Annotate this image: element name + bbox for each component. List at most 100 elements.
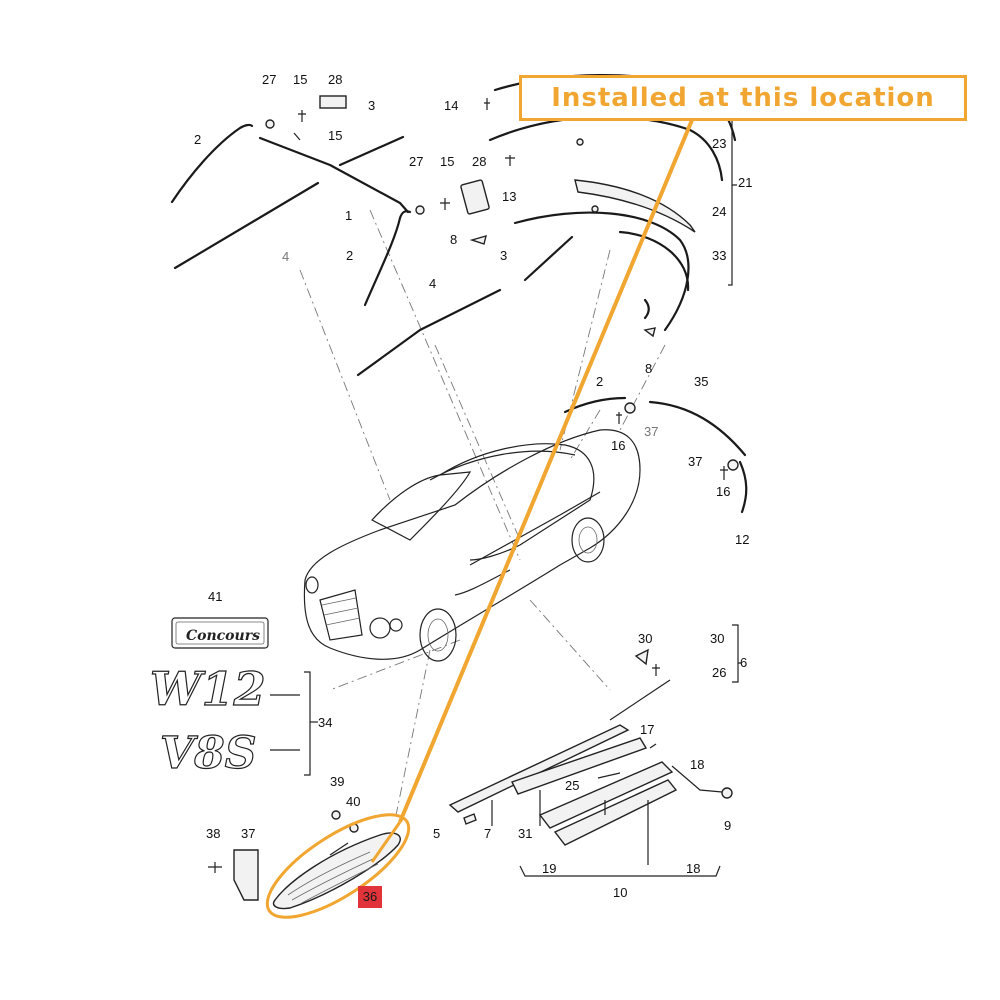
clip-37b-icon: [727, 459, 739, 471]
rear-trim-21: [574, 179, 696, 233]
hardware-upper: [265, 95, 515, 245]
label-6: 6: [740, 655, 747, 670]
screw-38-icon: [208, 862, 222, 873]
trim-part-4-upper: [173, 181, 320, 270]
headlight-right: [369, 617, 391, 639]
clip-30-icon: [634, 648, 649, 666]
label-2: 2: [346, 248, 353, 263]
label-37: 37: [241, 826, 255, 841]
rear-trim-3-arc: [513, 211, 690, 332]
label-13: 13: [502, 189, 516, 204]
label-15: 15: [328, 128, 342, 143]
front-wheel: [419, 608, 457, 662]
label-15: 15: [293, 72, 307, 87]
windshield: [371, 471, 472, 541]
label-9: 9: [724, 818, 731, 833]
cabin-outline: [439, 443, 595, 561]
label-27: 27: [409, 154, 423, 169]
part-36-highlight-tag: 36: [358, 886, 382, 908]
clip-8a-icon: [469, 234, 487, 245]
headlight-left: [305, 576, 319, 594]
front-grille: [319, 589, 363, 641]
label-31: 31: [518, 826, 532, 841]
concours-badge-text: Concours: [186, 628, 260, 644]
trim-part-3-upper: [338, 135, 405, 167]
label-2: 2: [194, 132, 201, 147]
headlight-right-inner: [389, 618, 403, 632]
label-23: 23: [712, 136, 726, 151]
rear-trim-end-8: [643, 298, 650, 320]
rear-wheel-spokes: [578, 526, 598, 554]
clip-8b-icon: [643, 327, 656, 338]
bracket-28-icon: [319, 95, 347, 109]
trim-part-1: [258, 136, 410, 214]
front-wheel-spokes: [427, 618, 449, 652]
clip-5-icon: [463, 813, 477, 825]
clip-14-icon: [484, 98, 490, 110]
label-8: 8: [450, 232, 457, 247]
label-5: 5: [433, 826, 440, 841]
label-4: 4: [282, 249, 289, 264]
location-indicator-lines: [265, 119, 694, 919]
label-18: 18: [686, 861, 700, 876]
sill-strip-31: [511, 737, 648, 795]
screw-13-icon: [505, 155, 515, 166]
label-25: 25: [565, 778, 579, 793]
label-30: 30: [710, 631, 724, 646]
label-7: 7: [484, 826, 491, 841]
car-body: [303, 429, 641, 660]
clip-24-icon: [591, 205, 599, 213]
trim-part-2-left: [170, 123, 254, 204]
roof-line-trim: [429, 450, 576, 481]
sill-trims-group: [448, 648, 733, 846]
badge-leaders: [270, 694, 300, 751]
right-side-trims: [563, 396, 748, 514]
label-14: 14: [444, 98, 458, 113]
label-3: 3: [368, 98, 375, 113]
label-3: 3: [500, 248, 507, 263]
label-16: 16: [611, 438, 625, 453]
side-vent-36-group: [208, 810, 401, 910]
label-10: 10: [613, 885, 627, 900]
label-26: 26: [712, 665, 726, 680]
concours-badge-frame: [171, 617, 269, 649]
label-16: 16: [716, 484, 730, 499]
label-25: [597, 772, 621, 779]
car-illustration: [303, 429, 641, 662]
label-21: 21: [738, 175, 752, 190]
w12-badge: W12: [150, 662, 266, 716]
screw-15b-icon: [293, 132, 301, 141]
sill-strip-upper: [609, 679, 671, 721]
rear-trim-33: [618, 230, 690, 292]
label-18: 18: [690, 757, 704, 772]
badges-group: Concours W12 V8S: [149, 617, 318, 780]
bracket-37-icon: [233, 849, 259, 901]
trim-part-3-mid: [523, 235, 574, 282]
trim-part-35: [648, 400, 747, 457]
label-37: 37: [688, 454, 702, 469]
clip-23-icon: [576, 138, 584, 146]
sill-plate-10: [538, 761, 674, 829]
label-19: 19: [542, 861, 556, 876]
label-28: 28: [328, 72, 342, 87]
group-brackets: [491, 119, 742, 877]
label-24: 24: [712, 204, 726, 219]
screw-26-icon: [652, 664, 660, 676]
leader-lines: [299, 209, 666, 821]
screw-16b-icon: [720, 466, 728, 480]
clip-9-icon: [721, 787, 733, 799]
trim-part-4-mid: [356, 288, 502, 377]
label-33: 33: [712, 248, 726, 263]
label-40: 40: [346, 794, 360, 809]
label-27: 27: [262, 72, 276, 87]
clip-27-icon: [265, 119, 275, 129]
sill-lead-18: [671, 765, 723, 793]
label-15: 15: [440, 154, 454, 169]
part-labels: 27 15 28 3 2 15 27 15 28 1 4 2 14 23 21 …: [194, 72, 752, 900]
label-30: 30: [638, 631, 652, 646]
location-highlight-ring: [265, 813, 411, 919]
trim-part-2-right: [563, 396, 627, 414]
label-1: 1: [345, 208, 352, 223]
